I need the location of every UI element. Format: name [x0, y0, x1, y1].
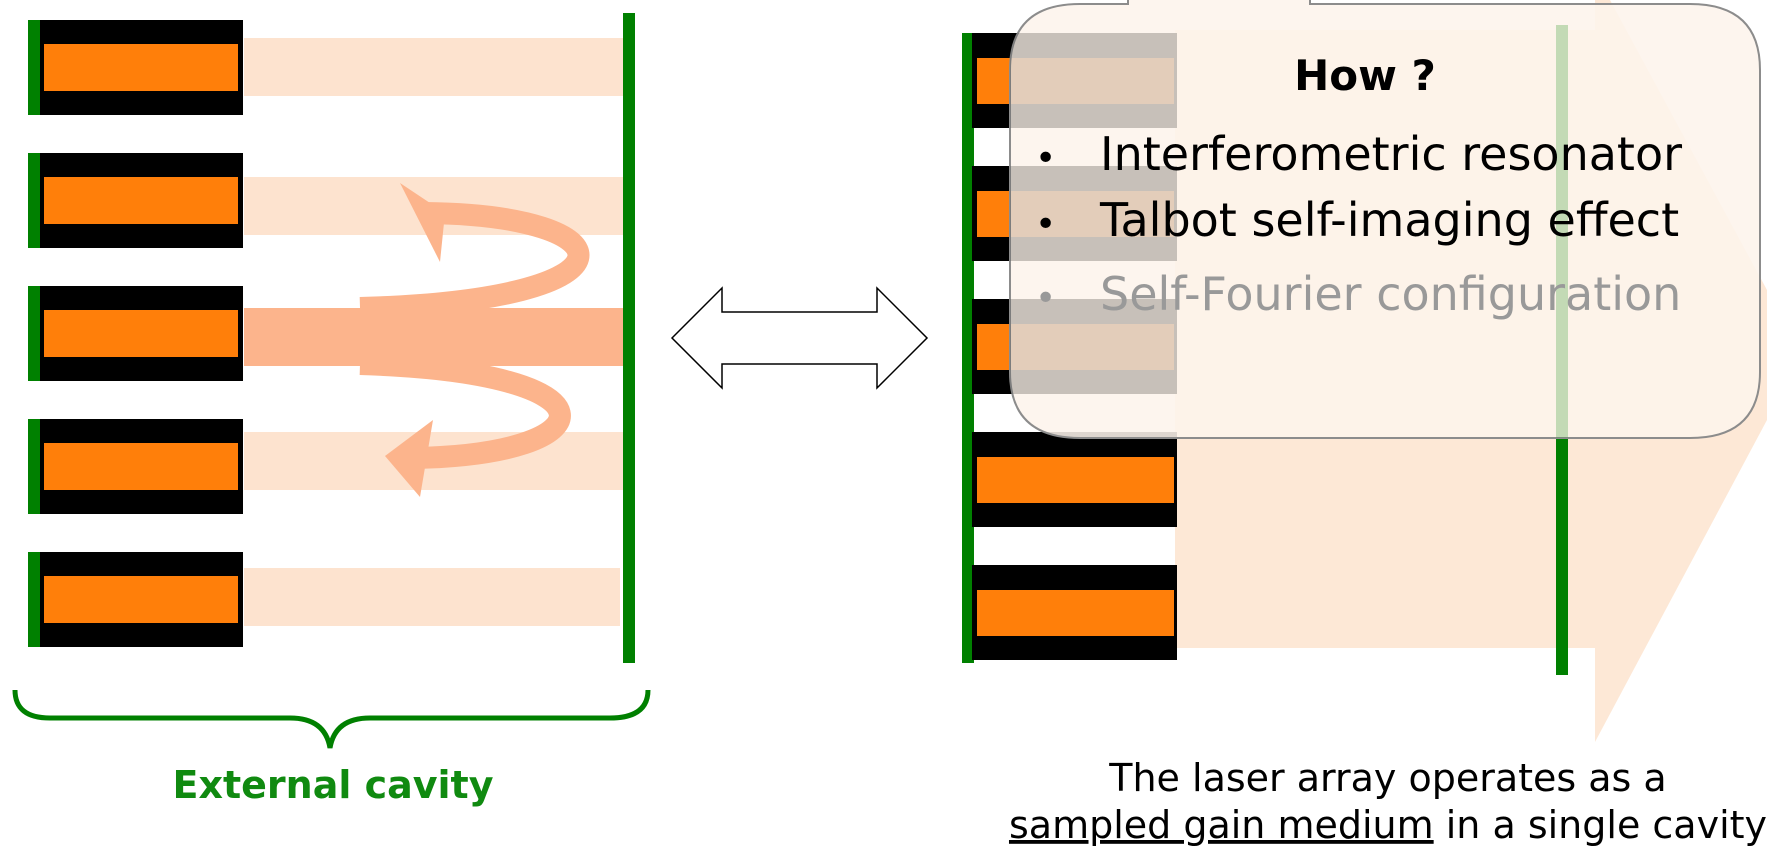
external-cavity-diagram: External cavity [12, 13, 651, 807]
emitter-1 [28, 20, 243, 115]
array-back-mirror [962, 33, 974, 663]
output-mirror [623, 13, 635, 663]
bullet-marker: • [1035, 278, 1056, 319]
emitter-5 [28, 552, 243, 647]
bullet-text: Talbot self-imaging effect [1099, 193, 1679, 247]
beam-1 [244, 38, 625, 96]
curved-arrow-icon [359, 183, 590, 319]
array-emitter-4 [972, 432, 1177, 527]
callout-title: How ? [1294, 51, 1436, 100]
emitter-2 [28, 153, 243, 248]
bullet-marker: • [1035, 138, 1056, 179]
curved-arrow-icon [359, 353, 571, 497]
bullet-marker: • [1035, 204, 1056, 245]
caption-line-1: The laser array operates as a [1108, 756, 1666, 800]
curly-brace [12, 689, 651, 749]
callout-bubble: How ? • Interferometric resonator • Talb… [1009, 0, 1761, 439]
bullet-text: Interferometric resonator [1100, 127, 1682, 181]
emitter-3 [28, 286, 243, 381]
caption-underlined: sampled gain medium [1009, 803, 1434, 847]
caption: The laser array operates as a sampled ga… [1009, 756, 1767, 847]
external-cavity-label: External cavity [173, 763, 494, 807]
emitter-4 [28, 419, 243, 514]
caption-line-2: sampled gain medium in a single cavity [1009, 803, 1767, 847]
double-headed-arrow-icon [670, 286, 929, 390]
bullet-text-dimmed: Self-Fourier configuration [1100, 267, 1681, 321]
beam-3-feedback [244, 308, 625, 366]
caption-rest: in a single cavity [1434, 803, 1767, 847]
array-emitter-5 [972, 565, 1177, 660]
beam-5 [244, 568, 620, 626]
